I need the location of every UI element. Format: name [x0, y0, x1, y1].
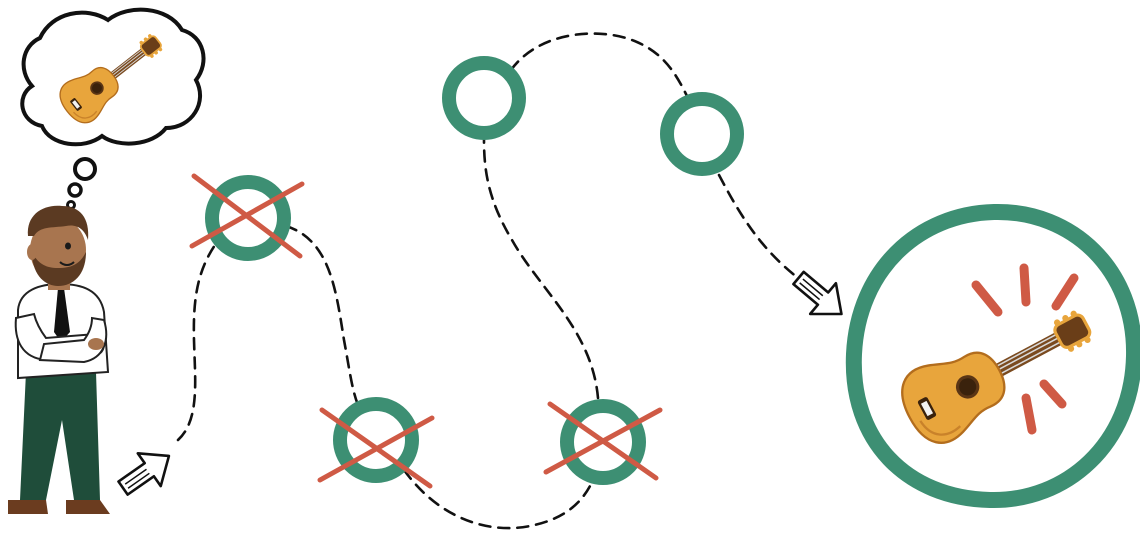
cross-out-icon	[189, 173, 305, 259]
path-segment-start	[176, 243, 217, 442]
thought-bubble-icon	[20, 7, 206, 210]
cross-out-icon	[543, 401, 663, 481]
person-thinking-icon	[8, 205, 110, 514]
path-segment-3-5	[509, 32, 690, 100]
hand-drawn-arrow-icon	[792, 270, 843, 316]
step-3-open	[442, 56, 526, 140]
step-4-failed	[543, 399, 663, 485]
hand-drawn-arrow-icon	[117, 452, 171, 496]
step-2-failed	[317, 397, 435, 489]
path-segment-5-goal	[717, 173, 800, 280]
path-segment-2-4	[402, 468, 596, 530]
path-segment-4-3	[482, 138, 600, 400]
step-5-open	[660, 92, 744, 176]
spark-lines-icon	[971, 263, 1079, 435]
step-1-failed	[189, 173, 305, 261]
goal-circle	[845, 203, 1140, 509]
dashed-path	[176, 32, 800, 530]
path-segment-1-2	[284, 224, 362, 412]
cross-out-icon	[317, 407, 435, 489]
